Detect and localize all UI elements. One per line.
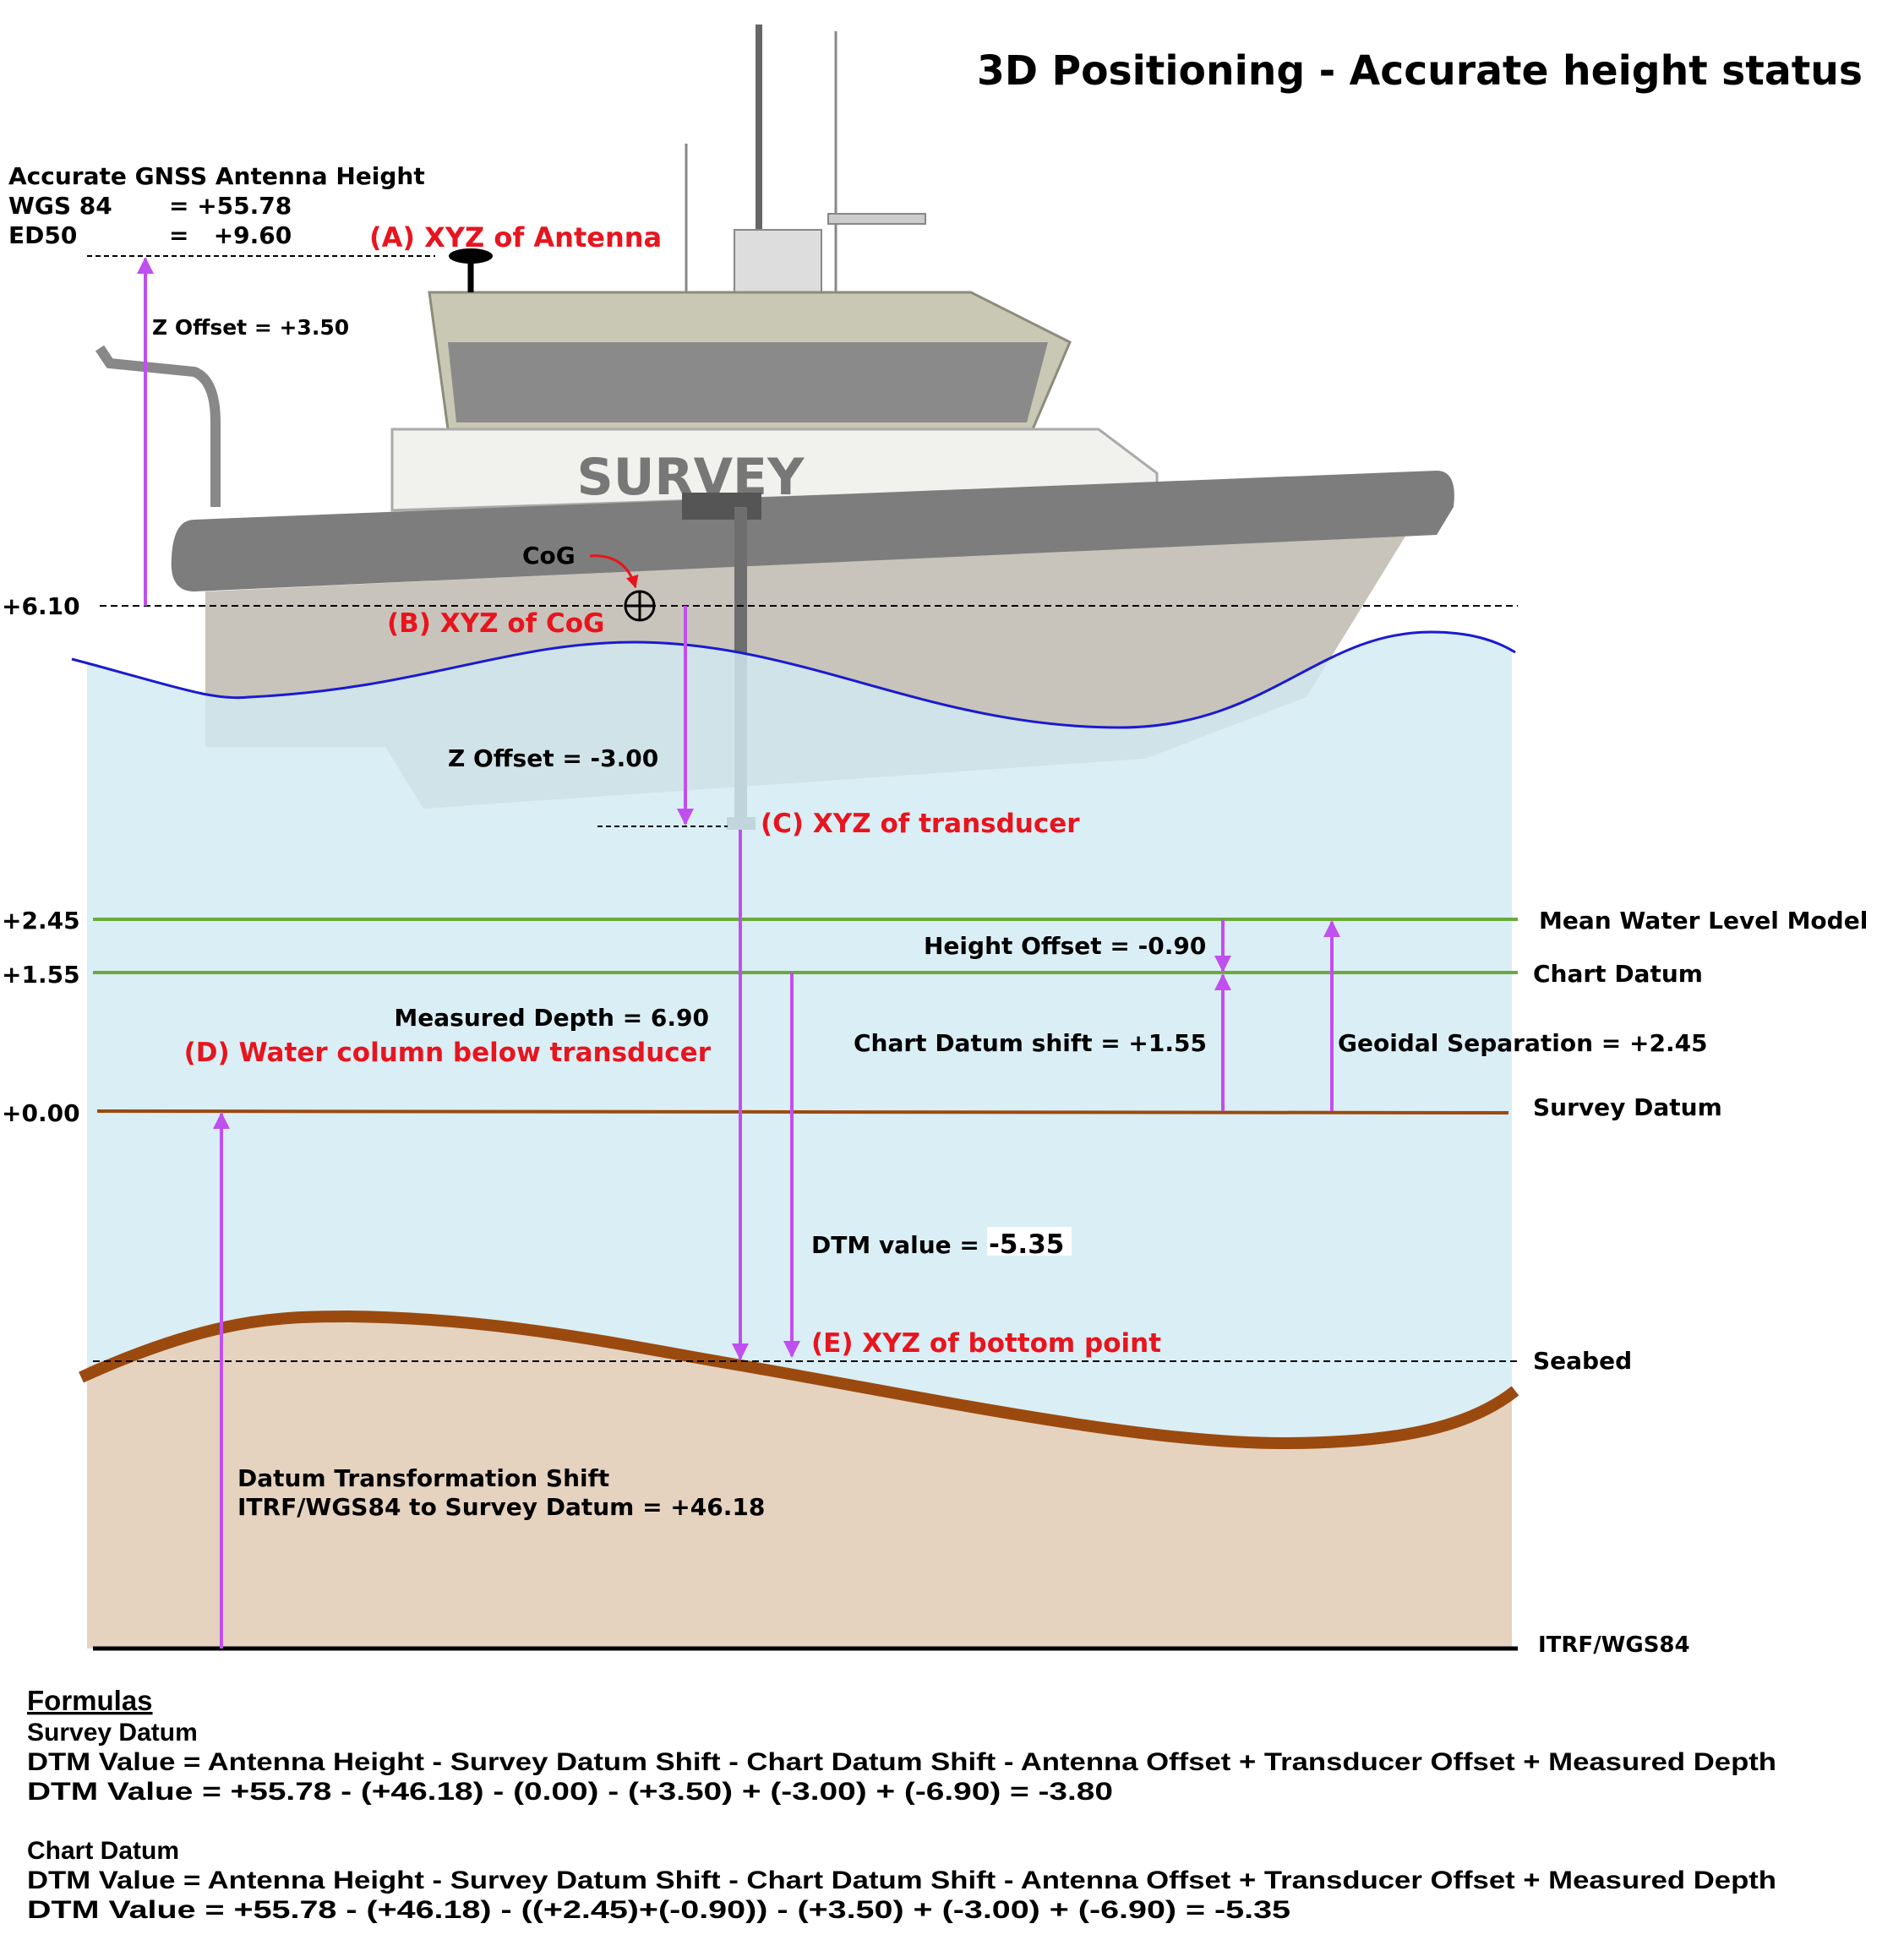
formulas-heading: Formulas: [27, 1685, 153, 1716]
chart-datum-formula: DTM Value = Antenna Height - Survey Datu…: [27, 1867, 1776, 1894]
dtm-value-label: DTM value =: [811, 1231, 988, 1259]
page-title: 3D Positioning - Accurate height status: [977, 47, 1863, 95]
point-d-label: (D) Water column below transducer: [184, 1038, 712, 1068]
level-survey: +0.00: [2, 1099, 80, 1127]
cog-crosshair-icon: [624, 590, 656, 622]
geoidal-separation-label: Geoidal Separation = +2.45: [1338, 1029, 1708, 1057]
gnss-antenna-icon: [449, 248, 493, 264]
radar-box: [734, 229, 822, 293]
ed50-label: ED50: [8, 221, 77, 249]
survey-datum-line: [96, 1109, 1509, 1114]
datum-transformation-line1: Datum Transformation Shift: [237, 1464, 609, 1492]
cog-pointer-arrow: [589, 554, 639, 589]
point-b-label: (B) XYZ of CoG: [387, 608, 604, 639]
formulas-section: Formulas Survey Datum DTM Value = Antenn…: [27, 1685, 1776, 1924]
dtm-value-highlight: [987, 1227, 1072, 1256]
chart-datum-shift-label: Chart Datum shift = +1.55: [854, 1029, 1207, 1057]
antenna-z-offset: Z Offset = +3.50: [152, 315, 349, 340]
level-chart: +1.55: [2, 961, 80, 989]
datum-transformation-line2: ITRF/WGS84 to Survey Datum = +46.18: [237, 1493, 765, 1521]
point-a-label: (A) XYZ of Antenna: [369, 221, 662, 253]
surface-chart-datum: Chart Datum: [1533, 960, 1703, 988]
water-surface-line: [71, 630, 1516, 729]
antenna-height-heading: Accurate GNSS Antenna Height: [8, 162, 425, 190]
chart-datum-calculation: DTM Value = +55.78 - (+46.18) - ((+2.45)…: [27, 1896, 1290, 1924]
survey-datum-formula: DTM Value = Antenna Height - Survey Datu…: [27, 1748, 1776, 1776]
point-e-label: (E) XYZ of bottom point: [811, 1328, 1161, 1359]
measured-depth-label: Measured Depth = 6.90: [394, 1004, 709, 1032]
fender: [171, 471, 1454, 591]
cog-label: CoG: [522, 542, 576, 569]
wheelhouse-windows: [448, 342, 1048, 422]
transducer-mount: [682, 493, 761, 520]
point-c-label: (C) XYZ of transducer: [761, 809, 1080, 839]
transducer-z-offset: Z Offset = -3.00: [448, 744, 658, 772]
wgs84-label: WGS 84: [8, 192, 112, 220]
dtm-value: -5.35: [989, 1229, 1064, 1260]
surface-itrf: ITRF/WGS84: [1538, 1632, 1690, 1658]
survey-datum-calculation: DTM Value = +55.78 - (+46.18) - (0.00) -…: [27, 1778, 1113, 1806]
ed50-value: = +9.60: [169, 221, 292, 249]
seabed-sediment: [87, 1316, 1512, 1649]
surface-seabed: Seabed: [1533, 1347, 1632, 1375]
crane: [95, 345, 221, 507]
level-cog: +6.10: [2, 592, 80, 620]
chart-datum-heading: Chart Datum: [27, 1837, 179, 1865]
survey-datum-heading: Survey Datum: [27, 1719, 198, 1747]
radar-antenna: [827, 213, 926, 225]
surface-survey-datum: Survey Datum: [1533, 1093, 1722, 1121]
wgs84-value: = +55.78: [169, 192, 292, 220]
height-offset-label: Height Offset = -0.90: [924, 932, 1206, 960]
level-mwl: +2.45: [2, 907, 80, 935]
surface-mwl: Mean Water Level Model: [1539, 907, 1868, 935]
seabed-line: [79, 1310, 1519, 1450]
